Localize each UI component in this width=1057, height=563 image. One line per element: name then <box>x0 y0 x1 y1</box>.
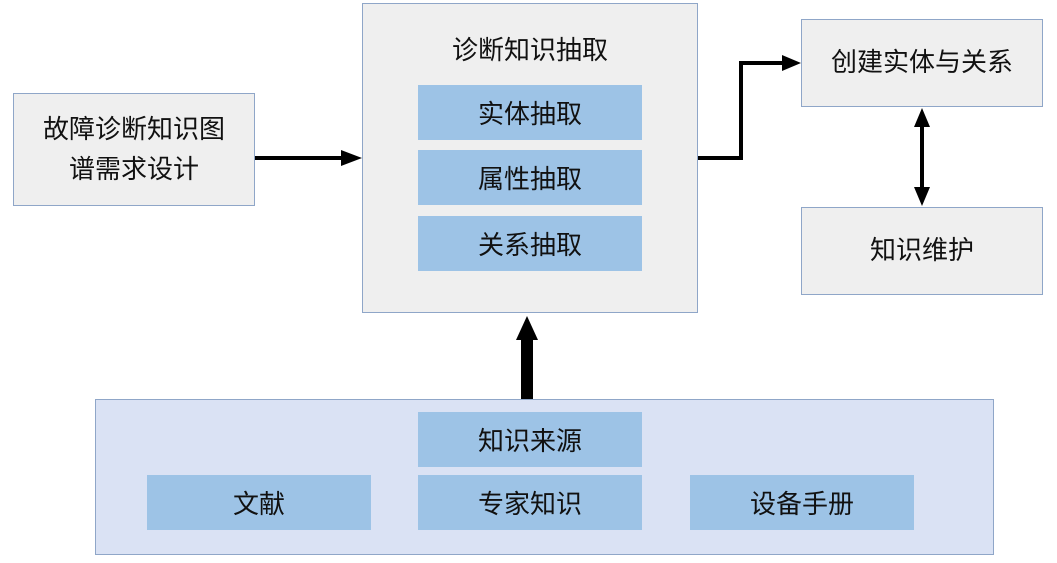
attribute-extraction-item: 属性抽取 <box>418 150 642 205</box>
create-entity-relation-box: 创建实体与关系 <box>801 19 1043 107</box>
relation-extraction-item: 关系抽取 <box>418 216 642 271</box>
arrowhead-down-maintenance <box>914 187 930 206</box>
requirement-design-box: 故障诊断知识图 谱需求设计 <box>13 93 255 206</box>
requirement-design-label-line1: 故障诊断知识图 <box>42 114 225 145</box>
knowledge-maintenance-box: 知识维护 <box>801 207 1043 295</box>
arrow-extraction-to-create <box>698 61 782 160</box>
source-equipment-manual-item: 设备手册 <box>690 475 914 530</box>
knowledge-extraction-title: 诊断知识抽取 <box>451 36 608 66</box>
arrowhead-extraction-to-create <box>782 55 801 71</box>
entity-extraction-item: 实体抽取 <box>418 85 642 140</box>
arrowhead-source-to-extraction <box>516 316 538 340</box>
knowledge-source-title: 知识来源 <box>418 412 642 467</box>
arrowhead-up-create <box>914 108 930 127</box>
arrow-source-to-extraction <box>521 340 533 399</box>
source-literature-item: 文献 <box>147 475 371 530</box>
source-expert-knowledge-item: 专家知识 <box>418 475 642 530</box>
arrowhead-requirement-to-extraction <box>341 150 362 166</box>
requirement-design-label-line2: 谱需求设计 <box>68 154 199 185</box>
